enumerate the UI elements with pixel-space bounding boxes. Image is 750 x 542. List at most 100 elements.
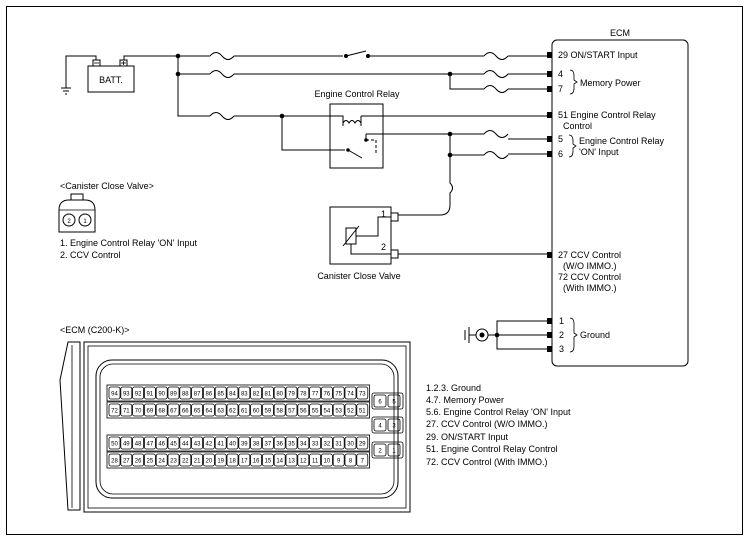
pin-3-num: 3 bbox=[559, 344, 564, 354]
ecm-pin-number: 61 bbox=[241, 409, 248, 415]
ecm-pin-number: 57 bbox=[288, 409, 295, 415]
ecm-pin-cell bbox=[167, 453, 180, 467]
pin-72-label: 72 CCV Control bbox=[558, 272, 621, 282]
wire-relay-switch-feed bbox=[281, 116, 345, 151]
ecm-side-pin-cell bbox=[373, 443, 387, 457]
diagram-frame bbox=[6, 6, 743, 535]
ecm-pin-number: 22 bbox=[182, 459, 189, 465]
ecm-pin-number: 36 bbox=[276, 442, 283, 448]
ecm-side-pin-number: 4 bbox=[378, 424, 382, 430]
ecm-pin-number: 31 bbox=[335, 442, 342, 448]
battery-positive-wire bbox=[123, 55, 210, 60]
ecm-pin-number: 81 bbox=[265, 392, 272, 398]
ecm-side-pin-number: 6 bbox=[378, 400, 382, 406]
ecm-pin-cell bbox=[120, 436, 133, 450]
ecm-pin-cell bbox=[132, 436, 145, 450]
ccv-pin-1-terminal bbox=[390, 212, 399, 222]
ecm-pin-number: 67 bbox=[170, 409, 177, 415]
ecm-pin-cell bbox=[344, 436, 357, 450]
wire-ccv-feed bbox=[398, 155, 453, 216]
ecm-pin-cell bbox=[238, 436, 251, 450]
ecm-title: ECM bbox=[610, 28, 630, 38]
ecm-pin-number: 58 bbox=[276, 409, 283, 415]
ecm-pin-cell bbox=[226, 386, 239, 400]
ecm-side-pin-number: 5 bbox=[392, 400, 396, 406]
ecm-pin-number: 71 bbox=[123, 409, 130, 415]
ecm-pin-number: 35 bbox=[288, 442, 295, 448]
ecm-pin-number: 19 bbox=[217, 459, 224, 465]
ecm-pin-number: 52 bbox=[347, 409, 354, 415]
ecm-pin-cell bbox=[214, 386, 227, 400]
ecm-pin-number: 20 bbox=[206, 459, 213, 465]
pin-5-num: 5 bbox=[558, 134, 563, 144]
ecm-pin-number: 11 bbox=[312, 459, 319, 465]
ecm-pin-number: 68 bbox=[158, 409, 165, 415]
ecm-pin-cell bbox=[250, 403, 263, 417]
ecm-pin-cell bbox=[202, 403, 215, 417]
ecm-pin-cell bbox=[309, 453, 322, 467]
ecm-pin-row-frame bbox=[106, 384, 371, 402]
ecm-pin-number: 42 bbox=[206, 442, 213, 448]
ecm-pin-cell bbox=[344, 453, 357, 467]
ecm-pin-cell bbox=[226, 403, 239, 417]
ecm-pin-number: 62 bbox=[229, 409, 236, 415]
canister-close-valve-box bbox=[329, 206, 392, 265]
ecm-pin-number: 37 bbox=[265, 442, 272, 448]
ecm-pin-cell bbox=[191, 453, 204, 467]
ground-symbol-icon bbox=[464, 327, 489, 343]
ecm-pin-number: 83 bbox=[241, 392, 248, 398]
pin-27-sub: (W/O IMMO.) bbox=[563, 261, 617, 271]
ecm-pin-number: 63 bbox=[217, 409, 224, 415]
ecm-pin-number: 44 bbox=[182, 442, 189, 448]
ecm-pin-number: 91 bbox=[147, 392, 154, 398]
ecm-pin-number: 59 bbox=[265, 409, 272, 415]
ecm-legend-line: 72. CCV Control (With IMMO.) bbox=[426, 457, 548, 467]
wire-relay-feed bbox=[234, 115, 344, 126]
ecm-pin-cell bbox=[285, 453, 298, 467]
memory-power-label: Memory Power bbox=[580, 78, 641, 88]
ecm-pin-number: 76 bbox=[324, 392, 331, 398]
ecm-pin-cell bbox=[214, 403, 227, 417]
ecm-pin-number: 39 bbox=[241, 442, 248, 448]
junction-dot bbox=[175, 71, 181, 77]
ecm-pin-number: 74 bbox=[347, 392, 354, 398]
fuse-icon bbox=[483, 151, 509, 159]
ecm-pin-number: 88 bbox=[182, 392, 189, 398]
ecm-pin-number: 56 bbox=[300, 409, 307, 415]
ecm-pin-number: 77 bbox=[312, 392, 319, 398]
relay-on-brace bbox=[568, 134, 577, 158]
ecm-pin-number: 75 bbox=[335, 392, 342, 398]
ecm-pin-number: 54 bbox=[324, 409, 331, 415]
ecm-pin-number: 26 bbox=[135, 459, 142, 465]
ecm-pin-cell bbox=[356, 453, 369, 467]
ecm-pin-number: 65 bbox=[194, 409, 201, 415]
ecm-pin-cell bbox=[332, 453, 345, 467]
ecm-connector-title: <ECM (C200-K)> bbox=[60, 325, 130, 335]
ecm-pin-cell bbox=[155, 386, 168, 400]
pin-27-label: 27 CCV Control bbox=[558, 250, 621, 260]
ecm-pin-cell bbox=[214, 453, 227, 467]
ecm-pin-cell bbox=[179, 453, 192, 467]
junction-dot bbox=[175, 53, 181, 59]
ccv-pin-2-terminal bbox=[390, 249, 399, 259]
relay-coil-icon bbox=[342, 115, 547, 126]
pin-4-num: 4 bbox=[558, 69, 563, 79]
ecm-pin-cell bbox=[191, 436, 204, 450]
ecm-pin-row-frame bbox=[106, 434, 371, 452]
ecm-pin-number: 12 bbox=[300, 459, 307, 465]
ecm-pin-cell bbox=[309, 436, 322, 450]
ecm-pin-cell bbox=[167, 403, 180, 417]
ecm-pin-number: 33 bbox=[312, 442, 319, 448]
ecm-pin-number: 79 bbox=[288, 392, 295, 398]
ecm-legend-line: 5.6. Engine Control Relay 'ON' Input bbox=[426, 407, 571, 417]
ecm-side-pin-cell bbox=[387, 443, 401, 457]
ecm-pin-cell bbox=[108, 403, 121, 417]
wire-relay-on-6 bbox=[449, 134, 484, 156]
ecm-pin-row-frame bbox=[106, 451, 371, 469]
pin-51-label: 51 Engine Control Relay bbox=[558, 110, 656, 120]
ecm-pin-number: 90 bbox=[158, 392, 165, 398]
memory-power-brace bbox=[569, 69, 578, 95]
